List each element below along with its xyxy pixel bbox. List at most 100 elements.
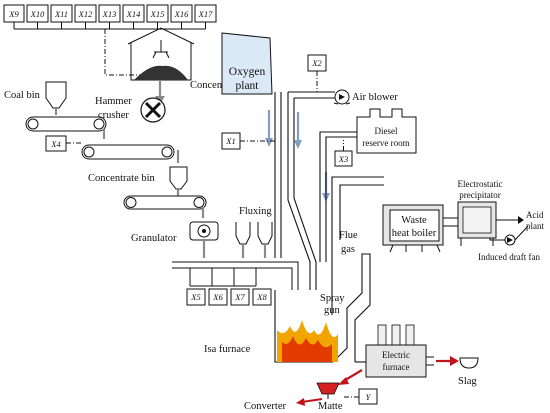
furnace-taphole — [426, 356, 434, 366]
sensor-box-x6 — [208, 288, 228, 306]
concentrate-label: Concentrate — [190, 80, 241, 91]
sensor-label-x11: X11 — [54, 9, 68, 19]
matte-label: Matte — [318, 401, 343, 412]
waste-heat-label-2: heat boiler — [392, 228, 437, 239]
storage-roof — [127, 27, 195, 45]
conveyor-belt-3 — [123, 195, 207, 210]
acid-plant-label-2: plant — [526, 221, 544, 231]
conveyor-roller — [93, 118, 105, 130]
diesel-label-1: Diesel — [375, 126, 398, 136]
conveyor-roller — [193, 197, 205, 208]
sensor-label-x5: X5 — [190, 292, 200, 302]
conveyor-2 — [81, 144, 175, 160]
sensor-label-x13: X13 — [102, 9, 117, 19]
hammer-crusher-label-1: Hammer — [95, 96, 132, 107]
electric-furnace: Electric furnace — [365, 324, 434, 378]
concentrate-bin-label: Concentrate bin — [88, 173, 156, 184]
electric-furnace-label-1: Electric — [382, 350, 410, 360]
electrode — [377, 324, 387, 346]
esp-label-2: precipitator — [459, 190, 500, 200]
arrow-head — [294, 140, 302, 149]
diesel-building — [356, 108, 417, 154]
sensor-label-x10: X10 — [30, 9, 45, 19]
esp-label-1: Electrostatic — [458, 179, 503, 189]
oxygen-plant-label-1: Oxygen — [229, 66, 266, 78]
diesel-reserve-room: Diesel reserve room — [356, 108, 417, 154]
crusher-hammer-icon — [144, 101, 162, 119]
sensor-label-x6: X6 — [212, 292, 223, 302]
conveyor-roller — [83, 146, 95, 158]
coal-bin-hopper — [45, 81, 67, 109]
conveyor-roller — [161, 146, 173, 158]
waste-heat-boiler: Waste heat boiler — [382, 204, 444, 253]
electric-furnace-label-2: furnace — [383, 362, 410, 372]
flux-sensor-bus — [189, 268, 257, 287]
sensor-label-x16: X16 — [174, 9, 189, 19]
sensor-box-x7 — [230, 288, 250, 306]
electrode — [391, 324, 401, 346]
air-blower-label: Air blower — [352, 92, 398, 103]
conveyor-belt-2 — [81, 144, 175, 160]
arrow-head — [338, 377, 349, 385]
top-sensor-row: X9 X10 X11 X12 X13 X14 X15 X16 X17 — [3, 4, 217, 76]
crane-hook-icon — [152, 40, 170, 59]
esp-to-fan-duct — [489, 238, 505, 241]
slag-pot-icon — [459, 357, 479, 369]
air-pipe-left — [287, 92, 311, 290]
concentrate-bin-hopper — [169, 166, 188, 190]
sensor-label-x14: X14 — [126, 9, 141, 19]
granulator — [189, 221, 219, 241]
induced-fan-label: Induced draft fan — [478, 252, 540, 262]
sensor-label-x2: X2 — [311, 58, 322, 68]
flux-bin-2 — [257, 222, 273, 245]
isa-furnace: Isa furnace — [204, 253, 371, 363]
flue-gas-label-2: gas — [341, 244, 355, 255]
electrostatic-precipitator: Electrostatic precipitator — [457, 179, 503, 246]
fluxing-label: Fluxing — [239, 206, 272, 217]
boiler-inner — [389, 209, 440, 242]
flue-gas-label-1: Flue — [339, 230, 358, 241]
sensor-label-x4: X4 — [50, 139, 61, 149]
arrow-head — [518, 216, 524, 224]
waste-heat-label-1: Waste — [401, 215, 427, 226]
acid-plant-label-1: Acid — [526, 210, 544, 220]
arrow-head — [450, 356, 459, 366]
sensor-label-x7: X7 — [234, 292, 245, 302]
hammer-crusher-label-2: crusher — [98, 110, 129, 121]
fan-blade-icon — [507, 237, 513, 243]
fan-outlet-pipe — [514, 225, 529, 241]
conveyor-roller — [27, 118, 39, 130]
flue-duct-inner — [331, 176, 384, 315]
sensor-label-x17: X17 — [198, 9, 213, 19]
isa-furnace-label: Isa furnace — [204, 344, 251, 355]
fan-icon — [339, 94, 345, 100]
esp-panel — [462, 206, 492, 234]
sensor-box-x5 — [186, 288, 206, 306]
conveyor-3 — [123, 195, 207, 210]
boiler-legs — [389, 244, 441, 253]
sensor-label-x9: X9 — [8, 9, 19, 19]
sensor-label-x15: X15 — [150, 9, 165, 19]
blower-base — [333, 102, 351, 105]
oxygen-plant-building — [221, 32, 273, 95]
conveyor-roller — [125, 197, 137, 208]
esp-legs — [460, 238, 494, 246]
coal-bin: Coal bin — [4, 81, 67, 109]
arrow-head — [265, 138, 273, 147]
conveyor-1 — [25, 116, 107, 132]
sensor-signal-line — [104, 29, 140, 76]
converter-label: Converter — [244, 401, 286, 412]
sensor-bus — [13, 22, 206, 30]
matte-ladle-icon — [316, 382, 340, 395]
electrode — [405, 324, 415, 346]
arrow-to-converter — [301, 398, 323, 403]
flux-bin-1 — [235, 222, 251, 245]
conveyor-belt-1 — [25, 116, 107, 132]
sensor-label-y: Y — [366, 392, 372, 402]
sensor-label-x3: X3 — [338, 154, 348, 164]
oxygen-plant-label-2: plant — [236, 80, 260, 92]
fire-core-icon — [282, 336, 332, 362]
spray-gun-label-2: gun — [324, 305, 341, 316]
